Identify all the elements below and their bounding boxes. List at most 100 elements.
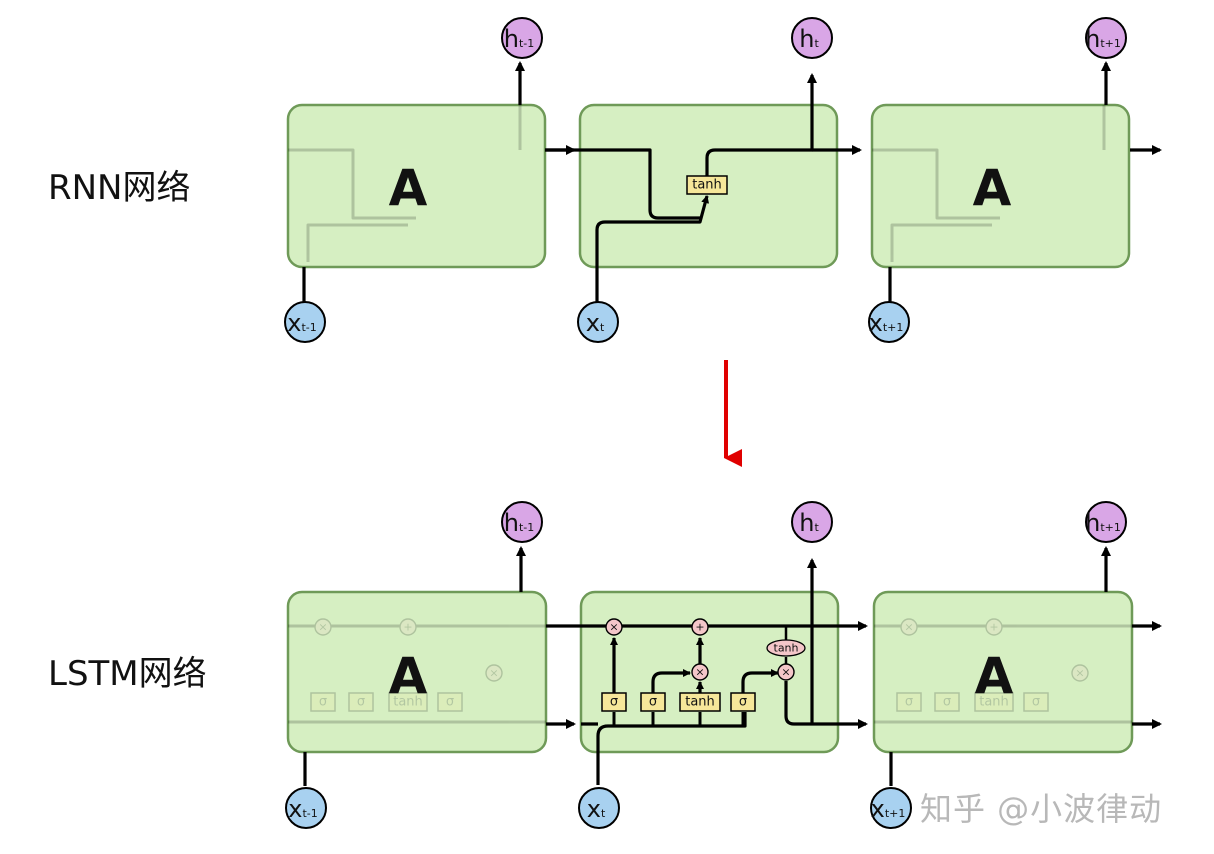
lstm-cell-next-faint-gate-2: tanh — [974, 692, 1014, 712]
faded-inner-detail: σ σ tanh σ × + × — [288, 618, 546, 724]
lstm-cell-prev-faint-gate-3-box — [437, 692, 463, 712]
lstm-cell-prev-faint-gate-2-box — [388, 692, 428, 712]
rnn-cell-middle: tanh — [545, 73, 862, 302]
lstm-cell-prev-faint-gate-0: σ — [310, 692, 336, 712]
lstm-output-t+1: ht+1 — [1085, 501, 1127, 543]
lstm-output-multiply-label: × — [781, 666, 790, 679]
rnn-cell-prev-box — [286, 103, 547, 269]
lstm-cell-next-letter: A — [975, 647, 1014, 705]
lstm-cell-tanh-shape — [766, 639, 806, 657]
lstm-cell-prev-faint-gate-3: σ — [437, 692, 463, 712]
lstm-input-t+1: xt+1 — [870, 787, 912, 829]
lstm-cell-next-faint-gate-1-box — [934, 692, 960, 712]
lstm-output-t-sub: t — [814, 521, 819, 534]
rnn-output-t-1-circle — [501, 17, 543, 59]
rnn-hidden-in-path — [545, 148, 700, 220]
rnn-cell-prev: A — [286, 103, 547, 269]
lstm-cell-next-faint-gate-2-label: tanh — [979, 695, 1009, 710]
lstm-output-multiply-circle — [777, 663, 795, 681]
lstm-cell-prev-faint-op-2-circle — [399, 618, 417, 636]
lstm-input-t-circle — [578, 787, 620, 829]
watermark: 知乎 @小波律动 — [920, 790, 1163, 828]
lstm-cell-prev-faint-op-3-label: × — [489, 667, 498, 680]
lstm-cell-next: σ σ tanh σ × + × A — [872, 590, 1134, 754]
lstm-cell-prev-faint-gate-1: σ — [348, 692, 374, 712]
lstm-cell-middle-box — [579, 590, 840, 754]
lstm-cell-next-faint-op-2-label: + — [989, 621, 998, 634]
rnn-output-t+1: ht+1 — [1085, 17, 1127, 59]
lstm-cell-next-faint-op-1-label: × — [904, 621, 913, 634]
rnn-cell-prev-letter: A — [389, 159, 428, 217]
lstm-output-t+1-circle — [1085, 501, 1127, 543]
lstm-forget-multiply: × — [605, 618, 623, 636]
rnn-input-t+1-sub: t+1 — [883, 321, 904, 334]
lstm-cell-next-faint-gate-2-box — [974, 692, 1014, 712]
lstm-cell-prev-faint-op-1-label: × — [318, 621, 327, 634]
rnn-tanh-gate-label: tanh — [692, 178, 722, 193]
rnn-output-t-circle — [791, 17, 833, 59]
rnn-cell-next-faint-b — [890, 223, 992, 262]
lstm-cell-prev-faint-op-1: × — [314, 618, 332, 636]
lstm-tanh-gate: tanh — [679, 692, 721, 712]
rnn-output-path — [705, 73, 817, 178]
rnn-output-t-1: ht-1 — [501, 17, 543, 59]
lstm-cell-next-faint-op-1: × — [900, 618, 918, 636]
lstm-input-t+1-circle — [870, 787, 912, 829]
faded-inner-detail: σ σ tanh σ × + × — [874, 618, 1132, 724]
rnn-input-path — [595, 195, 710, 302]
lstm-cell-prev-faint-gate-3-label: σ — [446, 695, 454, 710]
rnn-output-t-label: ht — [799, 25, 819, 53]
lstm-input-gate-label: σ — [649, 695, 657, 710]
lstm-cell-next-faint-gate-3-box — [1023, 692, 1049, 712]
rnn-cell-next: A — [870, 103, 1131, 269]
rnn-input-t+1-circle — [868, 301, 910, 343]
rnn-cell-next-faint-a — [872, 148, 1000, 220]
lstm-cell-prev-faint-gate-1-label: σ — [357, 695, 365, 710]
lstm-cell-prev-faint-gate-2: tanh — [388, 692, 428, 712]
lstm-cell-next-faint-op-1-circle — [900, 618, 918, 636]
lstm-cell-next-faint-gate-0-label: σ — [905, 695, 913, 710]
lstm-cell-tanh-label: tanh — [774, 642, 799, 655]
lstm-input-gate: σ — [640, 692, 666, 712]
lstm-cell-prev-faint-op-2: + — [399, 618, 417, 636]
lstm-output-t-1-circle — [501, 501, 543, 543]
rnn-output-t+1-sub: t+1 — [1100, 37, 1121, 50]
lstm-cell-next-faint-gate-3-label: σ — [1032, 695, 1040, 710]
lstm-cell-next-faint-op-3: × — [1071, 664, 1089, 682]
lstm-cell-prev-faint-op-3: × — [485, 664, 503, 682]
lstm-cell-next-faint-gate-1-label: σ — [943, 695, 951, 710]
lstm-forget-multiply-circle — [605, 618, 623, 636]
rnn-tanh-gate-box — [686, 175, 728, 195]
rnn-output-t-1-sub: t-1 — [519, 37, 534, 50]
lstm-cell-prev-faint-op-2-label: + — [403, 621, 412, 634]
lstm-cell-next-faint-gate-0: σ — [896, 692, 922, 712]
lstm-cell-next-faint-gate-1: σ — [934, 692, 960, 712]
lstm-input-multiply-label: × — [695, 666, 704, 679]
rnn-input-t-1-sub: t-1 — [301, 321, 316, 334]
lstm-input-gate-box — [640, 692, 666, 712]
lstm-cell-tanh: tanh — [766, 639, 806, 657]
lstm-cell-prev-faint-gate-1-box — [348, 692, 374, 712]
lstm-forget-gate: σ — [601, 692, 627, 712]
lstm-hidden-out-path — [784, 681, 868, 729]
lstm-tanh-gate-label: tanh — [685, 695, 715, 710]
rnn-output-t-sub: t — [814, 37, 819, 50]
lstm-cell-prev-faint-op-1-circle — [314, 618, 332, 636]
lstm-output-t: ht — [791, 501, 833, 543]
lstm-input-multiply-circle — [691, 663, 709, 681]
lstm-output-t-1-sub: t-1 — [519, 521, 534, 534]
side-label-rnn: RNN网络 — [48, 168, 191, 208]
lstm-forget-multiply-label: × — [609, 621, 618, 634]
lstm-output-gate-label: σ — [739, 695, 747, 710]
lstm-output-gate-path — [741, 669, 779, 693]
lstm-cell-prev-box — [286, 590, 548, 754]
lstm-output-t+1-sub: t+1 — [1100, 521, 1121, 534]
lstm-cell-next-faint-gate-0-box — [896, 692, 922, 712]
lstm-tanh-gate-box — [679, 692, 721, 712]
lstm-input-t: xt — [578, 787, 620, 829]
lstm-cell-prev-faint-gate-0-label: σ — [319, 695, 327, 710]
lstm-output-gate-box — [730, 692, 756, 712]
